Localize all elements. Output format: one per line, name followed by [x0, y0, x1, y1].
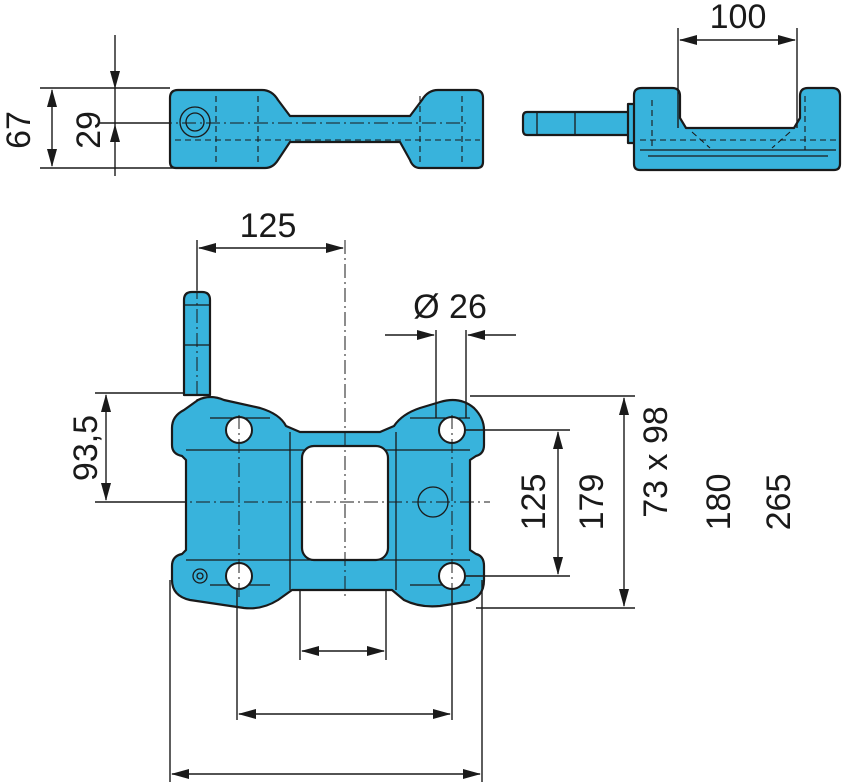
dim-125-horizontal-label: 125: [240, 207, 297, 245]
dim-179-label: 179: [573, 474, 611, 531]
brand-mark-icon: [192, 568, 208, 584]
dim-hole-diameter-label: Ø 26: [413, 288, 487, 326]
dim-slot-size-label: 73 x 98: [637, 406, 675, 518]
plan-view: [95, 240, 635, 782]
side-view-left: [40, 35, 485, 176]
dim-100-label: 100: [710, 0, 767, 36]
dim-265-label: 265: [760, 474, 798, 531]
dim-67-label: 67: [0, 111, 38, 149]
dim-180-label: 180: [700, 474, 738, 531]
dim-29-label: 29: [70, 111, 108, 149]
end-view-right: [521, 28, 842, 172]
dim-93-5-label: 93,5: [67, 415, 105, 481]
dim-125-vertical-label: 125: [515, 474, 553, 531]
